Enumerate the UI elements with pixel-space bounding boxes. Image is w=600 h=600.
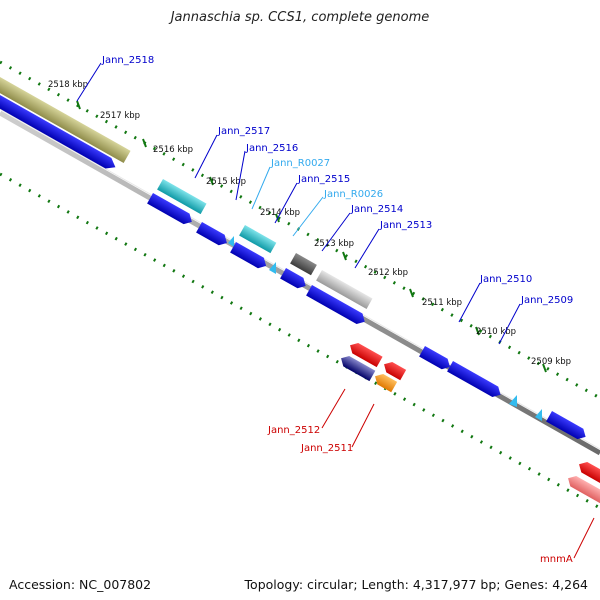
gene-jann-2509[interactable]: [546, 411, 588, 442]
rna-feature[interactable]: [535, 409, 542, 421]
leader-line: [321, 212, 351, 252]
length-value: 4,317,977 bp: [412, 577, 497, 592]
tick-label: 2511 kbp: [422, 298, 462, 308]
leader-line: [458, 282, 481, 323]
gene-minus-feature[interactable]: [338, 353, 376, 382]
rna-feature[interactable]: [509, 395, 517, 407]
gene-plus-feature[interactable]: [0, 95, 118, 172]
gene-minus-feature[interactable]: [381, 359, 407, 381]
leader-line: [76, 62, 102, 102]
gene-plus-feature[interactable]: [230, 242, 269, 271]
leader-line: [573, 517, 595, 559]
plus-strand-features: [0, 77, 588, 442]
genome-summary: Topology: circular; Length: 4,317,977 bp…: [244, 577, 588, 592]
accession-info: Accession: NC_007802: [9, 577, 151, 592]
leader-line: [498, 303, 521, 345]
gene-label-jann-r0026[interactable]: Jann_R0026: [323, 189, 383, 200]
topology-value: circular: [307, 577, 354, 592]
leader-line: [292, 196, 324, 237]
gene-label-jann-2517[interactable]: Jann_2517: [217, 126, 270, 137]
leader-line: [251, 166, 271, 210]
leader-line: [274, 182, 298, 224]
tick-label: 2517 kbp: [100, 111, 140, 121]
gene-jann-2517[interactable]: [157, 179, 207, 215]
tick-label: 2512 kbp: [368, 268, 408, 278]
leader-line: [354, 228, 380, 269]
label-leaders: [76, 62, 595, 559]
genes-label: Genes:: [504, 577, 549, 592]
tick-labels: 2518 kbp 2517 kbp 2516 kbp 2515 kbp 2514…: [48, 80, 571, 367]
gene-label-jann-2513[interactable]: Jann_2513: [379, 220, 432, 231]
gene-label-jann-2512[interactable]: Jann_2512: [267, 425, 320, 436]
tick-label: 2513 kbp: [314, 239, 354, 249]
gene-jann-2512[interactable]: [347, 340, 383, 368]
gene-minus-feature[interactable]: [576, 459, 600, 485]
outer-tick-track: [0, 60, 600, 400]
leader-line: [321, 388, 346, 429]
major-ticks: [76, 100, 547, 373]
gene-plus-feature[interactable]: [419, 346, 453, 372]
leader-line: [194, 134, 218, 179]
gene-label-jann-2515[interactable]: Jann_2515: [297, 174, 350, 185]
gene-jann-2511[interactable]: [372, 371, 398, 393]
tick-label: 2516 kbp: [153, 145, 193, 155]
gene-plus-feature[interactable]: [306, 285, 368, 327]
tick-label: 2515 kbp: [206, 177, 246, 187]
map-title: Jannaschia sp. CCS1, complete genome: [170, 10, 430, 25]
gene-label-mnma[interactable]: mnmA: [540, 554, 573, 565]
gene-jann-2513[interactable]: [316, 270, 373, 310]
gene-plus-feature[interactable]: [280, 268, 309, 291]
gene-label-jann-r0027[interactable]: Jann_R0027: [270, 158, 330, 169]
gene-mnma[interactable]: [565, 473, 600, 504]
gene-jann-2518[interactable]: [0, 77, 131, 164]
length-label: Length:: [361, 577, 409, 592]
gene-label-jann-2511[interactable]: Jann_2511: [300, 443, 353, 454]
gene-plus-feature[interactable]: [147, 193, 195, 227]
gene-label-jann-2518[interactable]: Jann_2518: [101, 55, 154, 66]
tick-label: 2510 kbp: [476, 327, 516, 337]
topology-label: Topology:: [244, 577, 304, 592]
gene-plus-feature[interactable]: [196, 222, 230, 248]
leader-line: [351, 403, 375, 448]
gene-label-jann-2516[interactable]: Jann_2516: [245, 143, 298, 154]
gene-jann-2514[interactable]: [290, 253, 317, 276]
gene-label-jann-2509[interactable]: Jann_2509: [520, 295, 573, 306]
genes-value: 4,264: [552, 577, 588, 592]
rna-jann-r0026[interactable]: [269, 262, 276, 274]
tick-label: 2509 kbp: [531, 357, 571, 367]
gene-labels: Jann_2518 Jann_2517 Jann_2516 Jann_R0027…: [101, 55, 573, 565]
accession-label: Accession:: [9, 577, 76, 592]
minus-strand-features: [338, 340, 600, 504]
gene-label-jann-2514[interactable]: Jann_2514: [350, 204, 403, 215]
leader-line: [235, 150, 246, 201]
gene-label-jann-2510[interactable]: Jann_2510: [479, 274, 532, 285]
accession-value: NC_007802: [79, 577, 152, 592]
rna-jann-r0027[interactable]: [228, 236, 234, 247]
inner-tick-track: [0, 172, 600, 510]
tick-label: 2518 kbp: [48, 80, 88, 90]
gene-jann-2510[interactable]: [447, 361, 503, 400]
gene-jann-2515[interactable]: [239, 225, 277, 254]
